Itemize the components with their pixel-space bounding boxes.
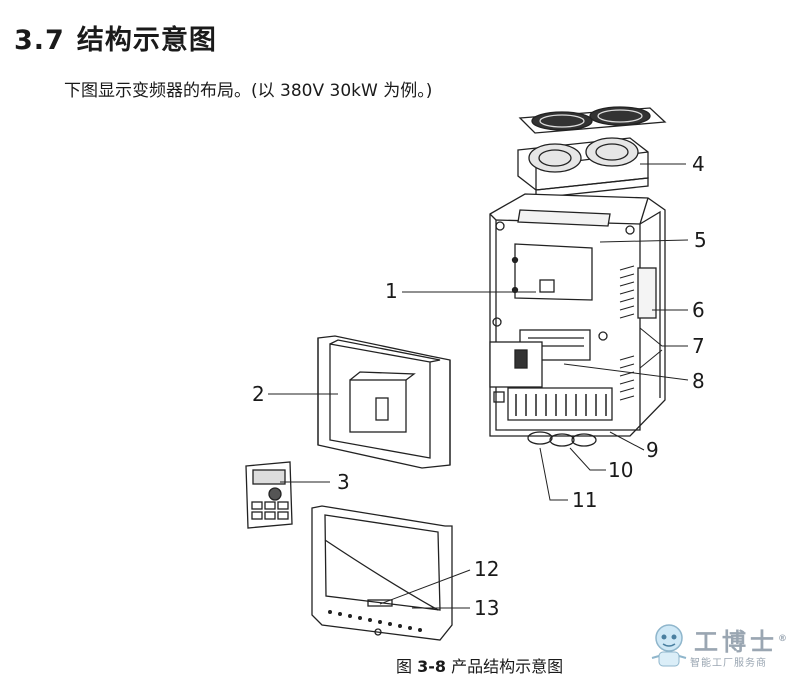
callout-8: 8 (692, 369, 705, 393)
callout-10: 10 (608, 458, 633, 482)
front-cover-drawing (317, 335, 451, 469)
callout-7: 7 (692, 334, 705, 358)
caption-text: 产品结构示意图 (451, 657, 564, 676)
callout-11: 11 (572, 488, 597, 512)
keypad-drawing (245, 461, 293, 529)
figure-caption: 图 3-8 产品结构示意图 (396, 653, 563, 677)
section-number: 3.7 (14, 25, 65, 56)
caption-prefix: 图 (396, 657, 413, 676)
callout-3: 3 (337, 470, 350, 494)
section-title: 结构示意图 (76, 25, 217, 56)
watermark-title: 工博士® (694, 628, 787, 656)
callout-5: 5 (694, 228, 707, 252)
callout-2: 2 (252, 382, 265, 406)
section-heading: 3.7 结构示意图 (14, 18, 217, 57)
callout-6: 6 (692, 298, 705, 322)
watermark-subtitle: 智能工厂服务商 (690, 658, 767, 669)
fan-drawing (517, 137, 649, 199)
registered-mark: ® (778, 634, 787, 644)
callout-1: 1 (385, 279, 398, 303)
intro-text: 下图显示变频器的布局。(以 380V 30kW 为例。) (64, 81, 433, 101)
callout-12: 12 (474, 557, 499, 581)
enclosure-drawing (489, 193, 666, 447)
watermark: 工博士® 智能工厂服务商 (650, 620, 795, 675)
lower-cover-drawing (311, 505, 453, 641)
caption-figure-number: 3-8 (417, 657, 447, 676)
callout-13: 13 (474, 596, 499, 620)
callout-9: 9 (646, 438, 659, 462)
fan-guard-drawing (518, 106, 667, 134)
leader-lines (268, 163, 689, 609)
callout-4: 4 (692, 152, 705, 176)
robot-logo-icon (651, 624, 687, 667)
